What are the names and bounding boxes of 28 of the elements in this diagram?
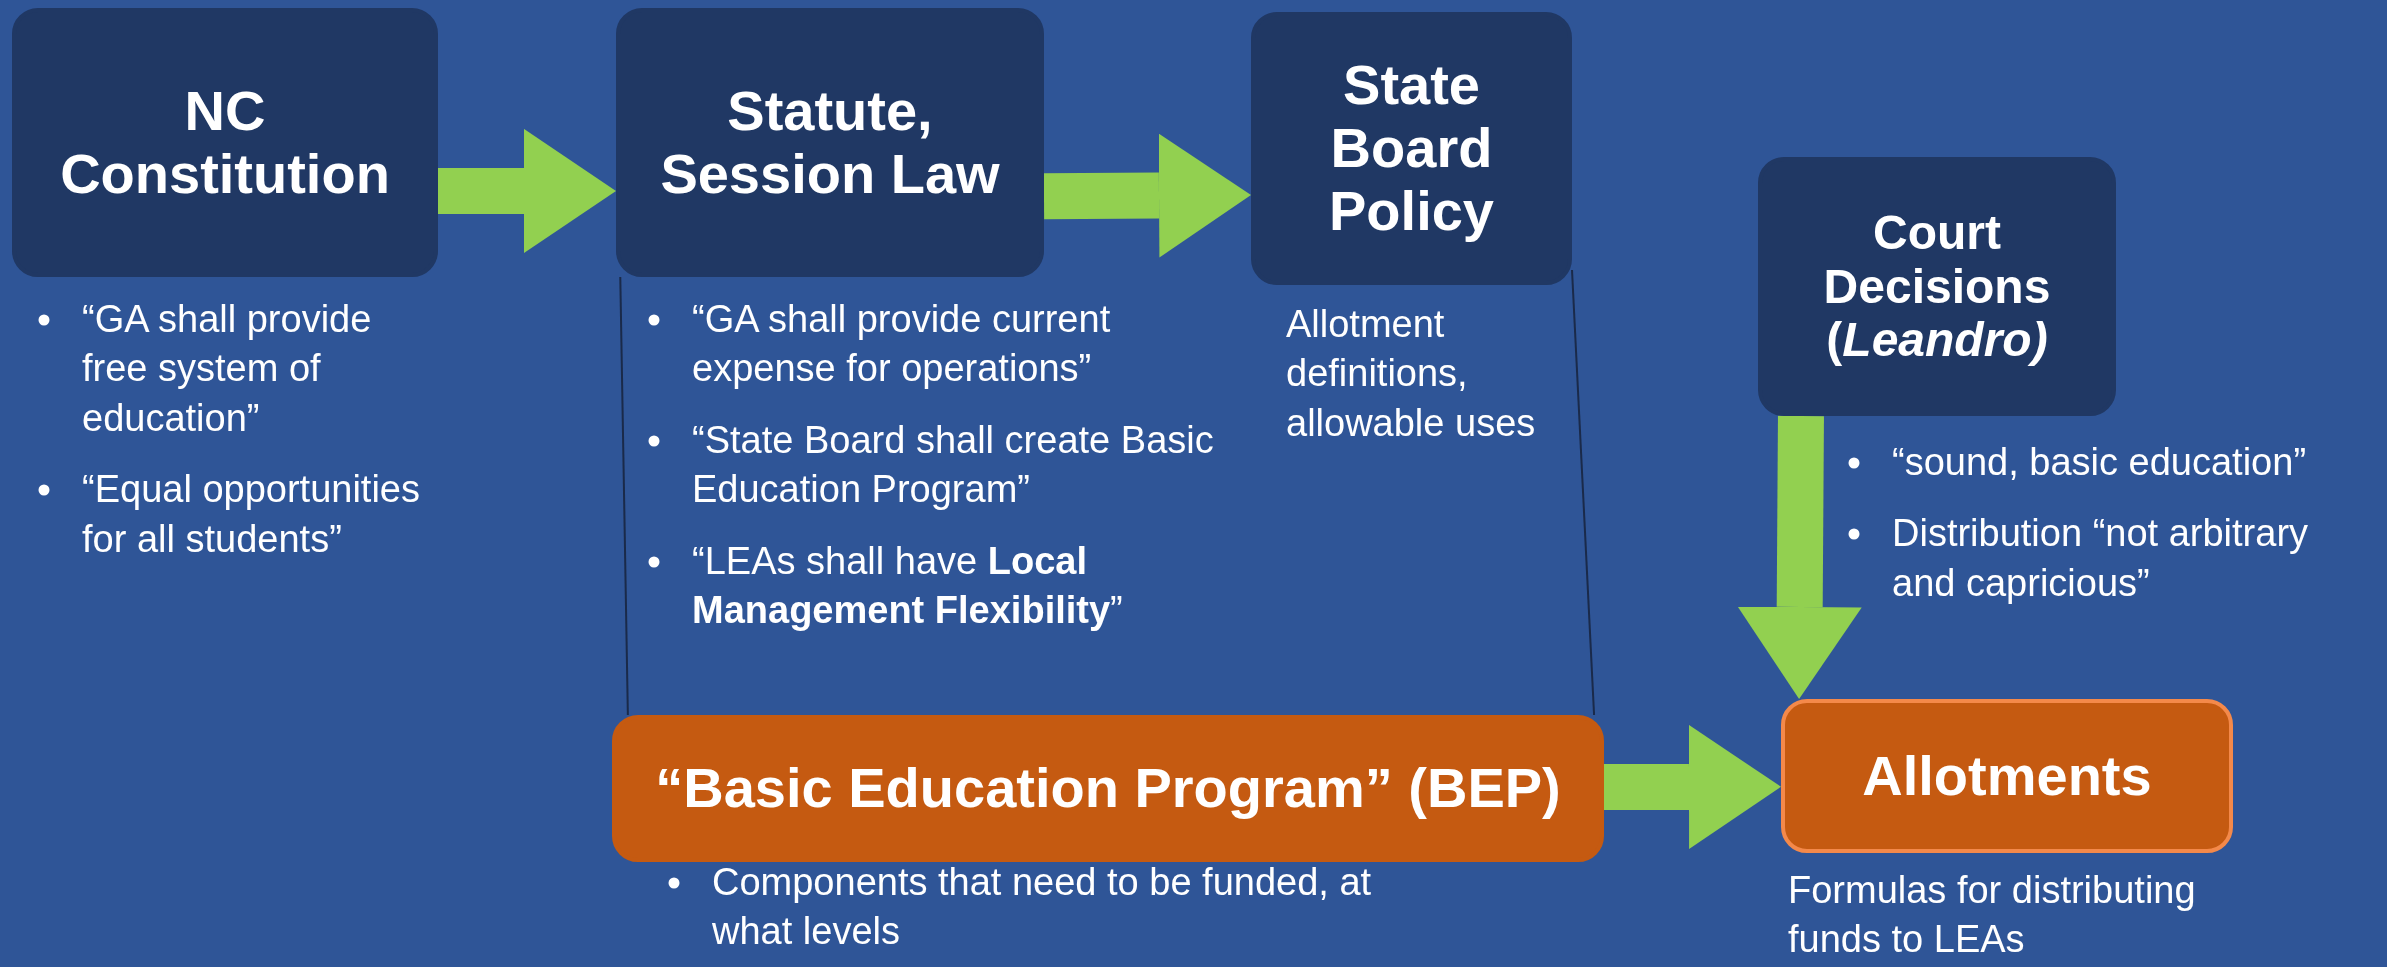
connector-line xyxy=(1571,269,1596,716)
box-title: Court Decisions (Leandro) xyxy=(1822,205,2052,368)
process-box xyxy=(612,715,1604,862)
bullet-text: Components that need to be funded, at what levels xyxy=(712,860,1373,955)
process-box xyxy=(616,8,1044,277)
block-arrow xyxy=(1043,133,1251,258)
box-title: Statute, Session Law xyxy=(659,79,1001,206)
bullet-text: “GA shall provide free system of education” xyxy=(82,297,373,441)
connector-line xyxy=(619,276,629,716)
process-box xyxy=(1781,699,2233,853)
bullet-text: “Equal opportunities for all students” xyxy=(82,467,421,562)
note-text: Formulas for distributing funds to LEAs xyxy=(1788,868,2197,963)
note-text: Allotment definitions, allowable uses xyxy=(1286,302,1537,446)
box-title: NC Constitution xyxy=(59,79,391,206)
process-box xyxy=(12,8,438,277)
bullet-text: “LEAs shall have Local Management Flexibility” xyxy=(692,538,1124,633)
box-title: State Board Policy xyxy=(1328,54,1495,243)
process-box xyxy=(1758,157,2116,416)
block-arrow xyxy=(438,128,616,253)
box-title: “Basic Education Program” (BEP) xyxy=(655,757,1561,820)
bullet-text: “sound, basic education” xyxy=(1892,440,2308,485)
process-box xyxy=(1251,12,1572,285)
block-arrow xyxy=(1604,724,1781,849)
bullet-text: “State Board shall create Basic Education Program” xyxy=(692,417,1215,513)
bullet-text: “GA shall provide current expense for operations” xyxy=(692,297,1112,392)
box-title: Allotments xyxy=(1862,744,2152,808)
block-arrow xyxy=(1737,415,1862,699)
bullet-text: Distribution “not arbitrary and capricious” xyxy=(1892,511,2310,606)
